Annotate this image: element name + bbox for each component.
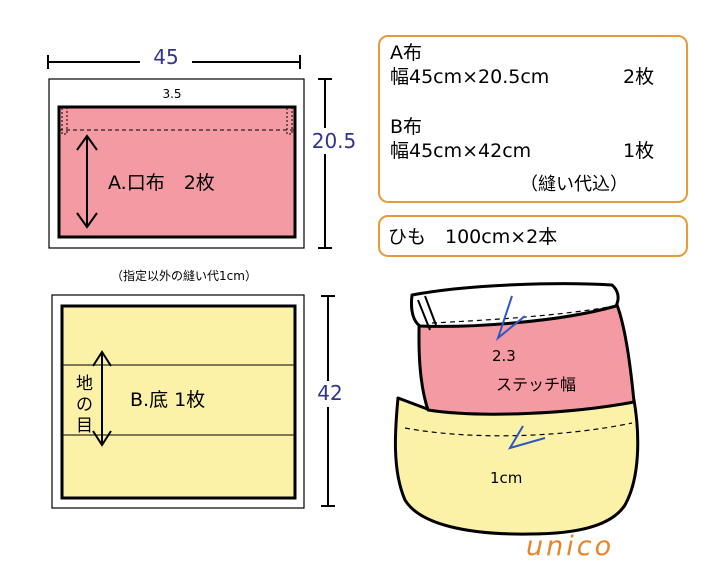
string-box — [378, 215, 688, 257]
piece-a-label: A.口布 2枚 — [108, 172, 215, 194]
piece-b-label: B.底 1枚 — [130, 389, 205, 411]
fold-width-label: 3.5 — [162, 87, 181, 101]
stitch-width-label: ステッチ幅 — [496, 375, 576, 394]
material-b-count: 1枚 — [623, 140, 655, 162]
string-label: ひも 100cm×2本 — [388, 226, 558, 248]
svg-text:地: 地 — [76, 374, 93, 394]
piece-a-width-label: 45 — [153, 45, 178, 69]
piece-a-height-dimension: 20.5 — [306, 78, 362, 249]
allowance-note: （縫い代込） — [520, 174, 628, 195]
piece-a-opening-marks — [61, 107, 293, 135]
piece-a-fabric — [57, 105, 297, 239]
svg-text:の: の — [76, 395, 93, 415]
material-a-size: 幅45cm×20.5cm — [390, 66, 550, 88]
material-b-size: 幅45cm×42cm — [390, 140, 532, 162]
stitch-width-value: 2.3 — [492, 347, 516, 365]
bag-illustration: 2.3 ステッチ幅 1cm — [393, 282, 640, 536]
piece-a-width-dimension: 45 — [47, 45, 301, 74]
piece-b-height-label: 42 — [317, 381, 342, 405]
seam-allowance-note: （指定以外の縫い代1cm） — [111, 268, 257, 283]
materials-box — [378, 35, 688, 203]
grain-label: 地 の 目 — [76, 374, 93, 436]
piece-b-grain-arrow — [92, 350, 112, 447]
piece-a-grain-arrow — [76, 134, 98, 229]
signature: unico — [526, 531, 614, 562]
material-a-count: 2枚 — [623, 66, 655, 88]
svg-text:目: 目 — [76, 416, 93, 436]
piece-b-height-dimension: 42 — [312, 295, 346, 507]
bottom-seam-label: 1cm — [490, 469, 522, 487]
material-a-title: A布 — [390, 42, 422, 64]
piece-b-fabric — [60, 304, 297, 500]
material-b-title: B布 — [390, 116, 423, 138]
piece-a-height-label: 20.5 — [312, 129, 357, 153]
